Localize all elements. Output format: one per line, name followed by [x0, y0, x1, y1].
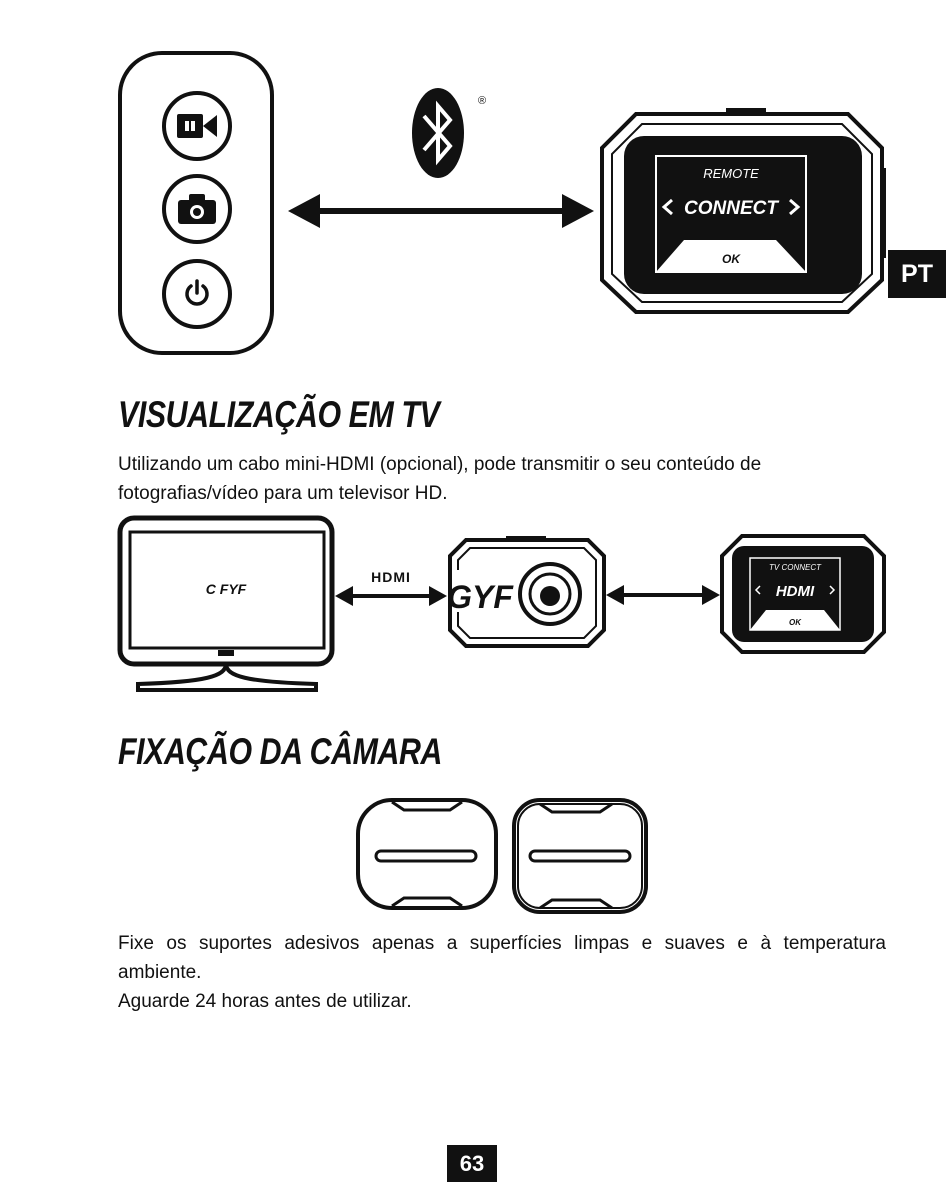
hdmi-screen-ok: OK: [789, 618, 802, 627]
tv-screen-text: C FYF: [206, 581, 247, 597]
bluetooth-icon: [412, 88, 464, 178]
cable-label: HDMI: [371, 569, 411, 585]
camera-link-arrow: [606, 585, 720, 605]
registered-mark: ®: [478, 95, 487, 107]
mount-body-line-2: ambiente.: [118, 962, 202, 983]
section-title-tv: VISUALIZAÇÃO EM TV: [118, 394, 440, 435]
screen-title: REMOTE: [703, 166, 759, 181]
photo-camera-icon: [162, 174, 232, 244]
page-number: 63: [447, 1145, 497, 1182]
language-tab: PT: [888, 250, 946, 298]
camera-remote-screen: REMOTE CONNECT OK: [600, 108, 886, 314]
connection-arrow: [288, 194, 594, 228]
mount-body-line-1: Fixe os suportes adesivos apenas a super…: [118, 933, 886, 954]
hdmi-screen-title: TV CONNECT: [769, 563, 822, 572]
screen-option: CONNECT: [684, 198, 779, 219]
tv-illustration: C FYF: [117, 515, 335, 692]
camera-logo: GYF: [447, 579, 514, 615]
hdmi-arrow: HDMI: [335, 569, 447, 606]
hdmi-screen-option: HDMI: [776, 583, 815, 600]
tv-body-line-1: Utilizando um cabo mini-HDMI (opcional),…: [118, 454, 762, 475]
power-icon: [162, 259, 232, 329]
tv-body-line-2: fotografias/vídeo para um televisor HD.: [118, 483, 448, 504]
curved-mount: [356, 798, 498, 910]
video-camera-icon: [162, 91, 232, 161]
mount-body-line-3: Aguarde 24 horas antes de utilizar.: [118, 991, 412, 1012]
flat-mount: [512, 798, 648, 914]
screen-ok: OK: [722, 252, 741, 266]
camera-front: GYF: [447, 536, 606, 648]
camera-hdmi-screen: TV CONNECT HDMI OK: [720, 534, 886, 654]
section-title-mount: FIXAÇÃO DA CÂMARA: [118, 731, 442, 772]
adhesive-mounts: [356, 798, 648, 914]
remote-control: [118, 51, 274, 355]
